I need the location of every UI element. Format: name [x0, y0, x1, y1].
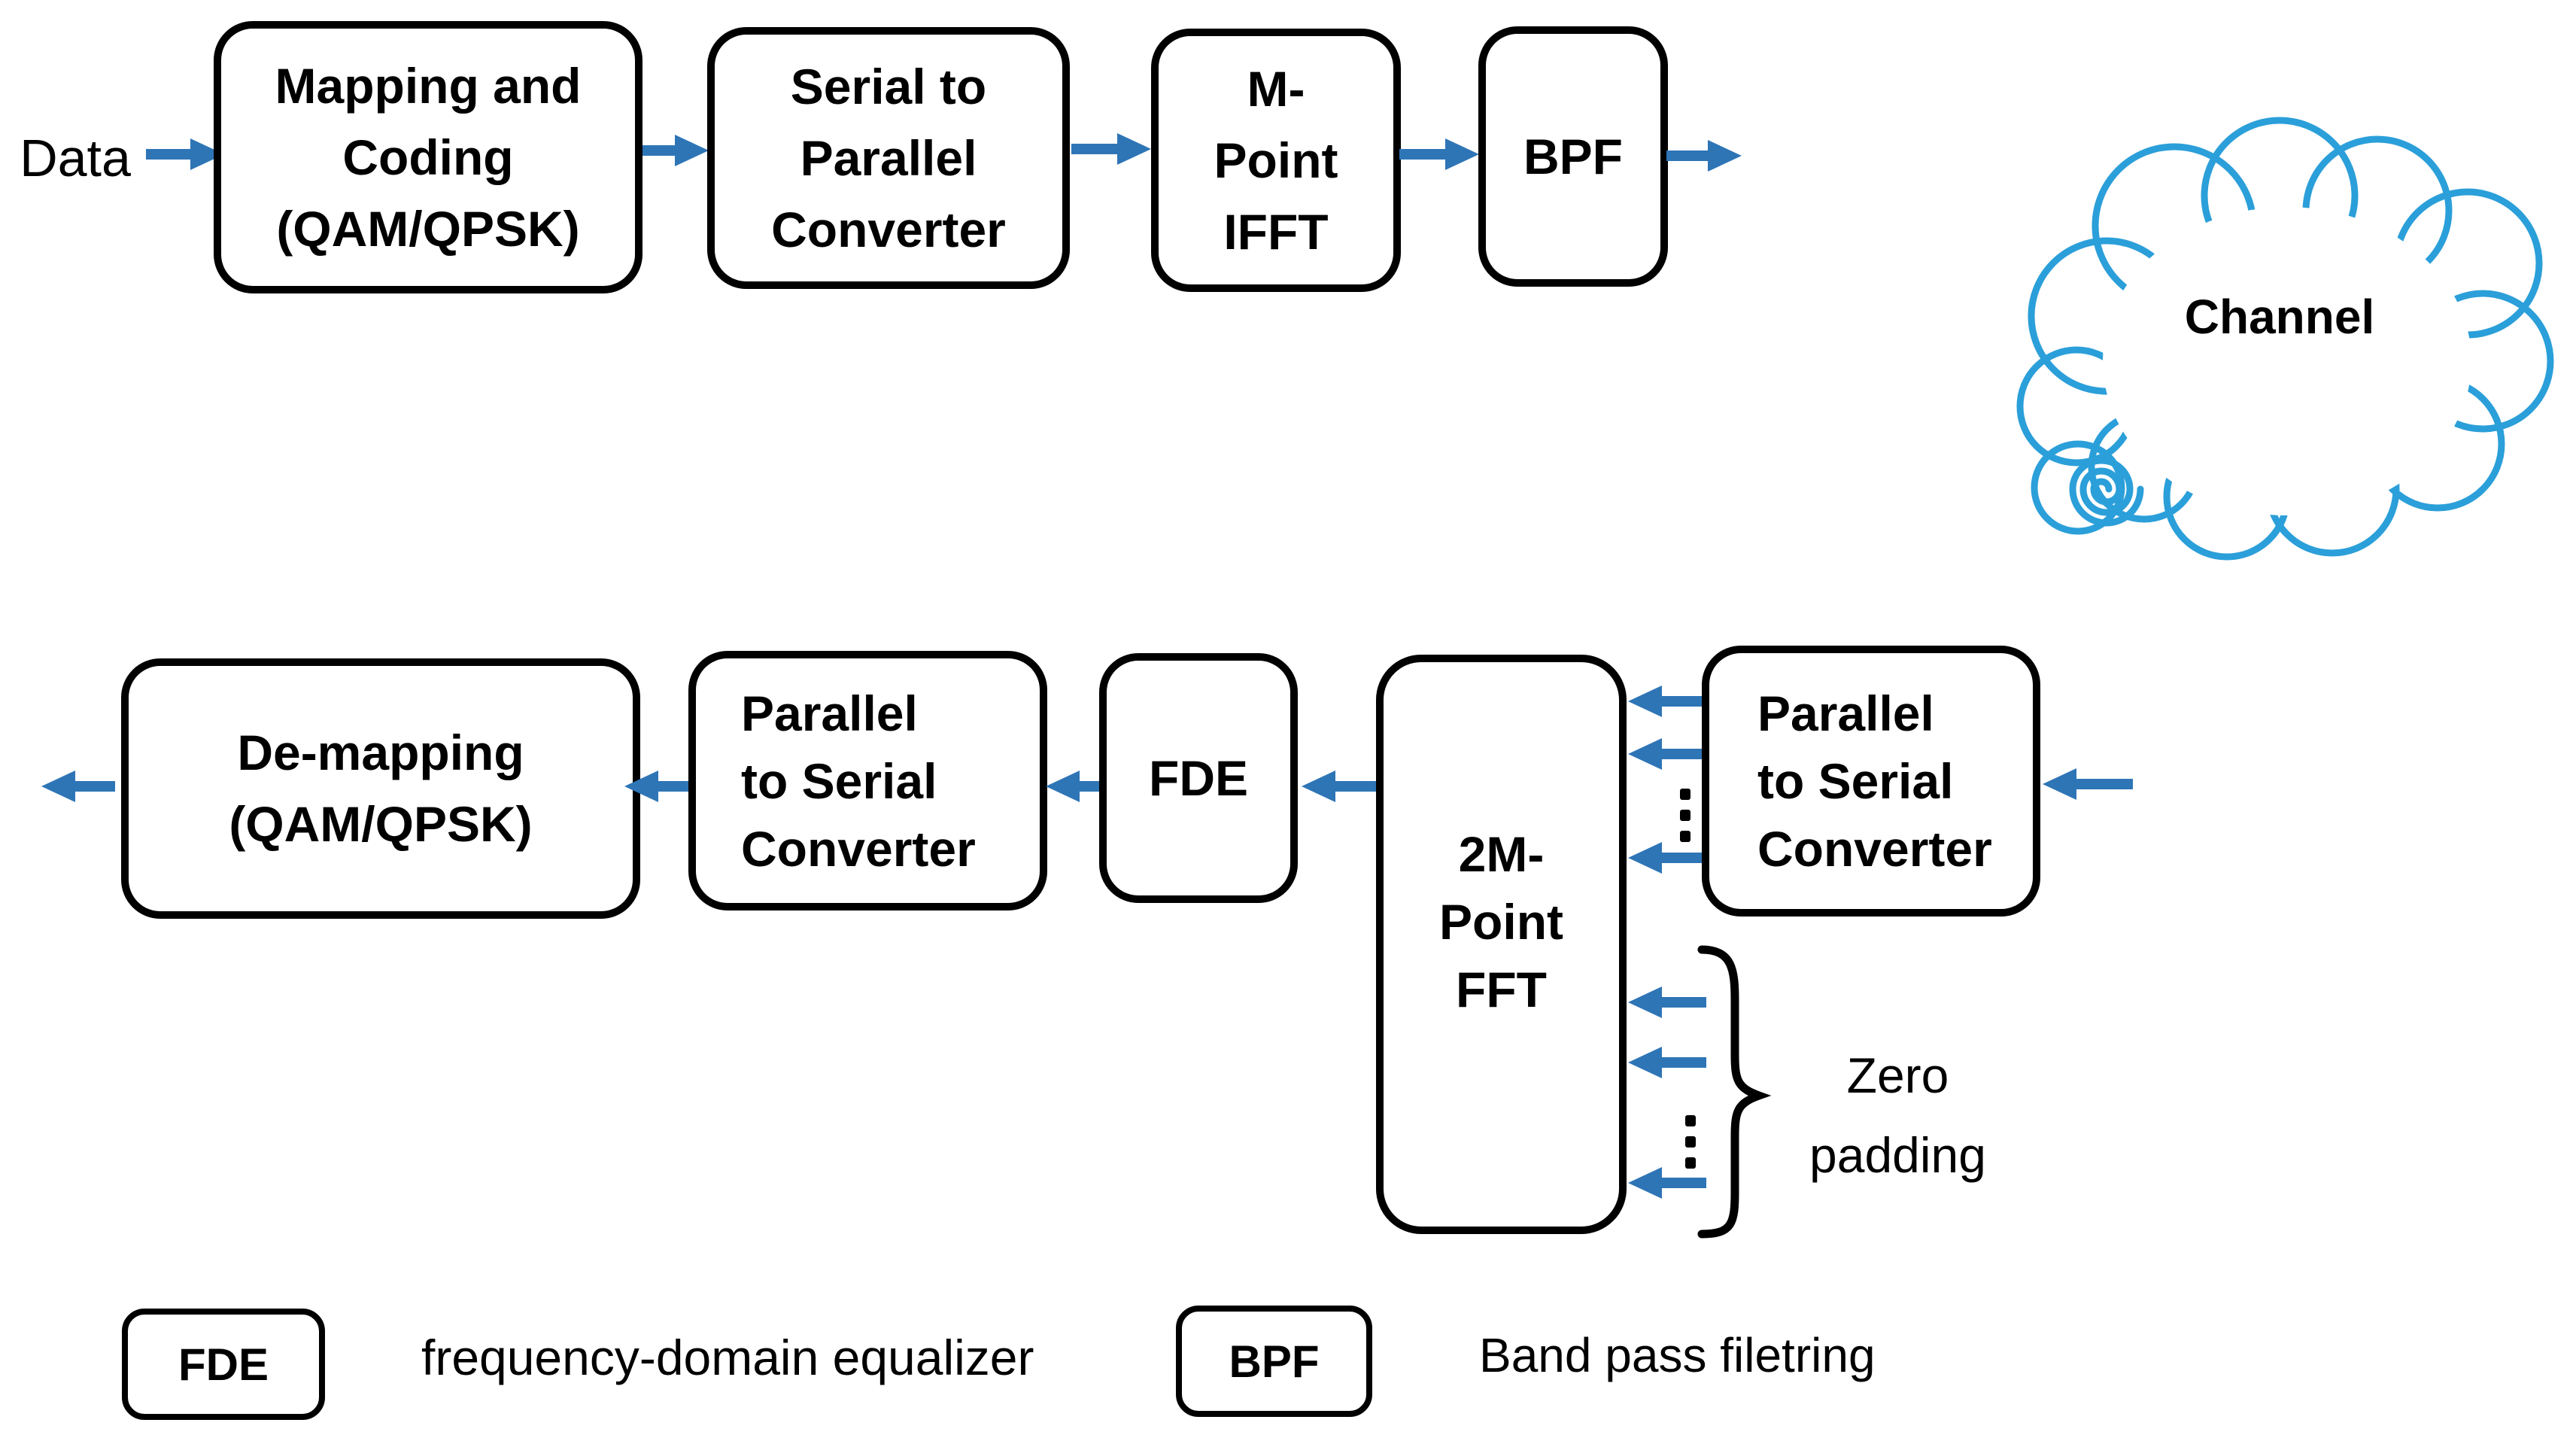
- box-m-point-ifft: M- Point IFFT: [1151, 29, 1401, 292]
- legend-bpf-box: BPF: [1176, 1306, 1372, 1417]
- arrow-head: [675, 135, 709, 166]
- arrow-p2sin-to-fft-1-icon: [1628, 686, 1703, 717]
- arrow-zero-padding-1-icon: [1628, 986, 1706, 1018]
- box-label-line: M-: [1247, 60, 1305, 117]
- arrow-head: [1708, 140, 1742, 172]
- legend-fde-abbr: FDE: [178, 1339, 269, 1390]
- arrow-shaft: [1657, 1178, 1706, 1188]
- channel-label: Channel: [2184, 290, 2375, 344]
- arrow-data-to-mapping-icon: [146, 138, 224, 170]
- box-label-line: 2M-: [1458, 826, 1545, 882]
- arrow-head: [1628, 1047, 1662, 1078]
- arrow-shaft: [146, 149, 196, 160]
- zero-padding-line: padding: [1809, 1127, 1986, 1183]
- arrow-head: [1628, 686, 1662, 717]
- cloud-spiral-scribble: [2031, 440, 2144, 535]
- arrow-demapping-output-icon: [41, 771, 115, 802]
- channel-cloud: [2016, 117, 2554, 561]
- arrow-zero-padding-3-icon: [1628, 1167, 1706, 1199]
- box-label-line: Point: [1439, 894, 1563, 950]
- vertical-ellipsis-icon: [1680, 789, 1690, 842]
- box-label-line: Mapping and: [275, 57, 582, 114]
- arrow-shaft: [1657, 997, 1706, 1008]
- box-serial-to-parallel: Serial to Parallel Converter: [707, 27, 1070, 289]
- box-label-line: Serial to: [790, 58, 987, 114]
- box-label-line: FFT: [1456, 962, 1547, 1017]
- arrow-head: [624, 771, 658, 802]
- arrow-bpf-output-icon: [1666, 140, 1742, 172]
- box-parallel-to-serial-out: Parallel to Serial Converter: [688, 651, 1047, 910]
- arrow-mapping-to-s2p-icon: [642, 135, 709, 166]
- box-2m-point-fft: 2M- Point FFT: [1376, 655, 1627, 1234]
- zero-padding-label: Zero padding: [1768, 1035, 2028, 1195]
- arrow-shaft: [1657, 853, 1703, 863]
- arrow-head: [1628, 842, 1662, 874]
- box-label-line: Point: [1214, 132, 1338, 188]
- arrow-head: [1628, 986, 1662, 1018]
- arrow-head: [1046, 771, 1080, 802]
- arrow-shaft: [642, 145, 680, 156]
- arrow-s2p-to-ifft-icon: [1071, 133, 1151, 165]
- box-fde: FDE: [1099, 653, 1298, 903]
- arrow-shaft: [70, 781, 115, 792]
- arrow-shaft: [653, 781, 694, 792]
- box-label-line: (QAM/QPSK): [229, 796, 533, 852]
- box-bpf: BPF: [1478, 26, 1668, 287]
- arrow-ifft-to-bpf-icon: [1399, 138, 1479, 170]
- arrow-shaft: [1071, 144, 1122, 154]
- box-label-line: Coding: [342, 129, 514, 185]
- zero-padding-line: Zero: [1846, 1047, 1949, 1103]
- legend-fde-description: frequency-domain equalizer: [421, 1330, 1034, 1385]
- arrow-head: [1445, 138, 1479, 170]
- arrow-zero-padding-2-icon: [1628, 1047, 1706, 1078]
- box-label-line: (QAM/QPSK): [276, 200, 580, 257]
- box-label-line: Parallel: [741, 685, 918, 741]
- arrow-head: [41, 771, 75, 802]
- box-parallel-to-serial-in: Parallel to Serial Converter: [1702, 646, 2040, 917]
- arrow-shaft: [1666, 150, 1713, 161]
- arrow-p2sin-to-fft-2-icon: [1628, 738, 1703, 770]
- arrow-fft-to-fde-icon: [1302, 771, 1377, 802]
- arrow-shaft: [1399, 149, 1451, 160]
- cloud-interior: [2103, 207, 2471, 515]
- legend-bpf-description: Band pass filetring: [1479, 1328, 1876, 1382]
- box-label-line: FDE: [1149, 749, 1248, 806]
- arrow-shaft: [2071, 779, 2133, 789]
- legend-bpf-abbr: BPF: [1229, 1336, 1320, 1387]
- box-label-line: to Serial: [741, 752, 937, 809]
- box-mapping-and-coding: Mapping and Coding (QAM/QPSK): [214, 21, 642, 293]
- arrow-head: [2043, 768, 2076, 800]
- box-label-line: IFFT: [1223, 203, 1329, 260]
- arrow-head: [1628, 1167, 1662, 1199]
- data-input-label: Data: [20, 129, 131, 187]
- arrow-head: [1117, 133, 1151, 165]
- arrow-p2s-to-demapping-icon: [624, 771, 694, 802]
- legend-fde-box: FDE: [122, 1309, 325, 1420]
- box-label-line: Parallel: [1757, 686, 1934, 741]
- box-label-line: Converter: [1757, 821, 1992, 877]
- arrow-head: [1628, 738, 1662, 770]
- arrow-shaft: [1330, 781, 1377, 792]
- box-de-mapping: De-mapping (QAM/QPSK): [121, 658, 640, 919]
- box-label-line: De-mapping: [237, 725, 524, 780]
- box-label-line: Parallel: [800, 129, 977, 186]
- arrow-shaft: [1657, 749, 1703, 759]
- arrow-head: [1302, 771, 1335, 802]
- box-label-line: Converter: [771, 201, 1006, 257]
- arrow-shaft: [1657, 1057, 1706, 1068]
- arrow-fde-to-p2s-icon: [1046, 771, 1106, 802]
- vertical-ellipsis-icon: [1685, 1115, 1696, 1169]
- box-label-line: Converter: [741, 820, 976, 877]
- arrow-shaft: [1074, 781, 1106, 792]
- box-label-line: BPF: [1523, 128, 1623, 184]
- arrow-channel-to-p2sin-icon: [2043, 768, 2133, 800]
- arrow-p2sin-to-fft-3-icon: [1628, 842, 1703, 874]
- zero-padding-brace: [1697, 945, 1772, 1239]
- arrow-shaft: [1657, 696, 1703, 707]
- box-label-line: to Serial: [1757, 753, 1954, 809]
